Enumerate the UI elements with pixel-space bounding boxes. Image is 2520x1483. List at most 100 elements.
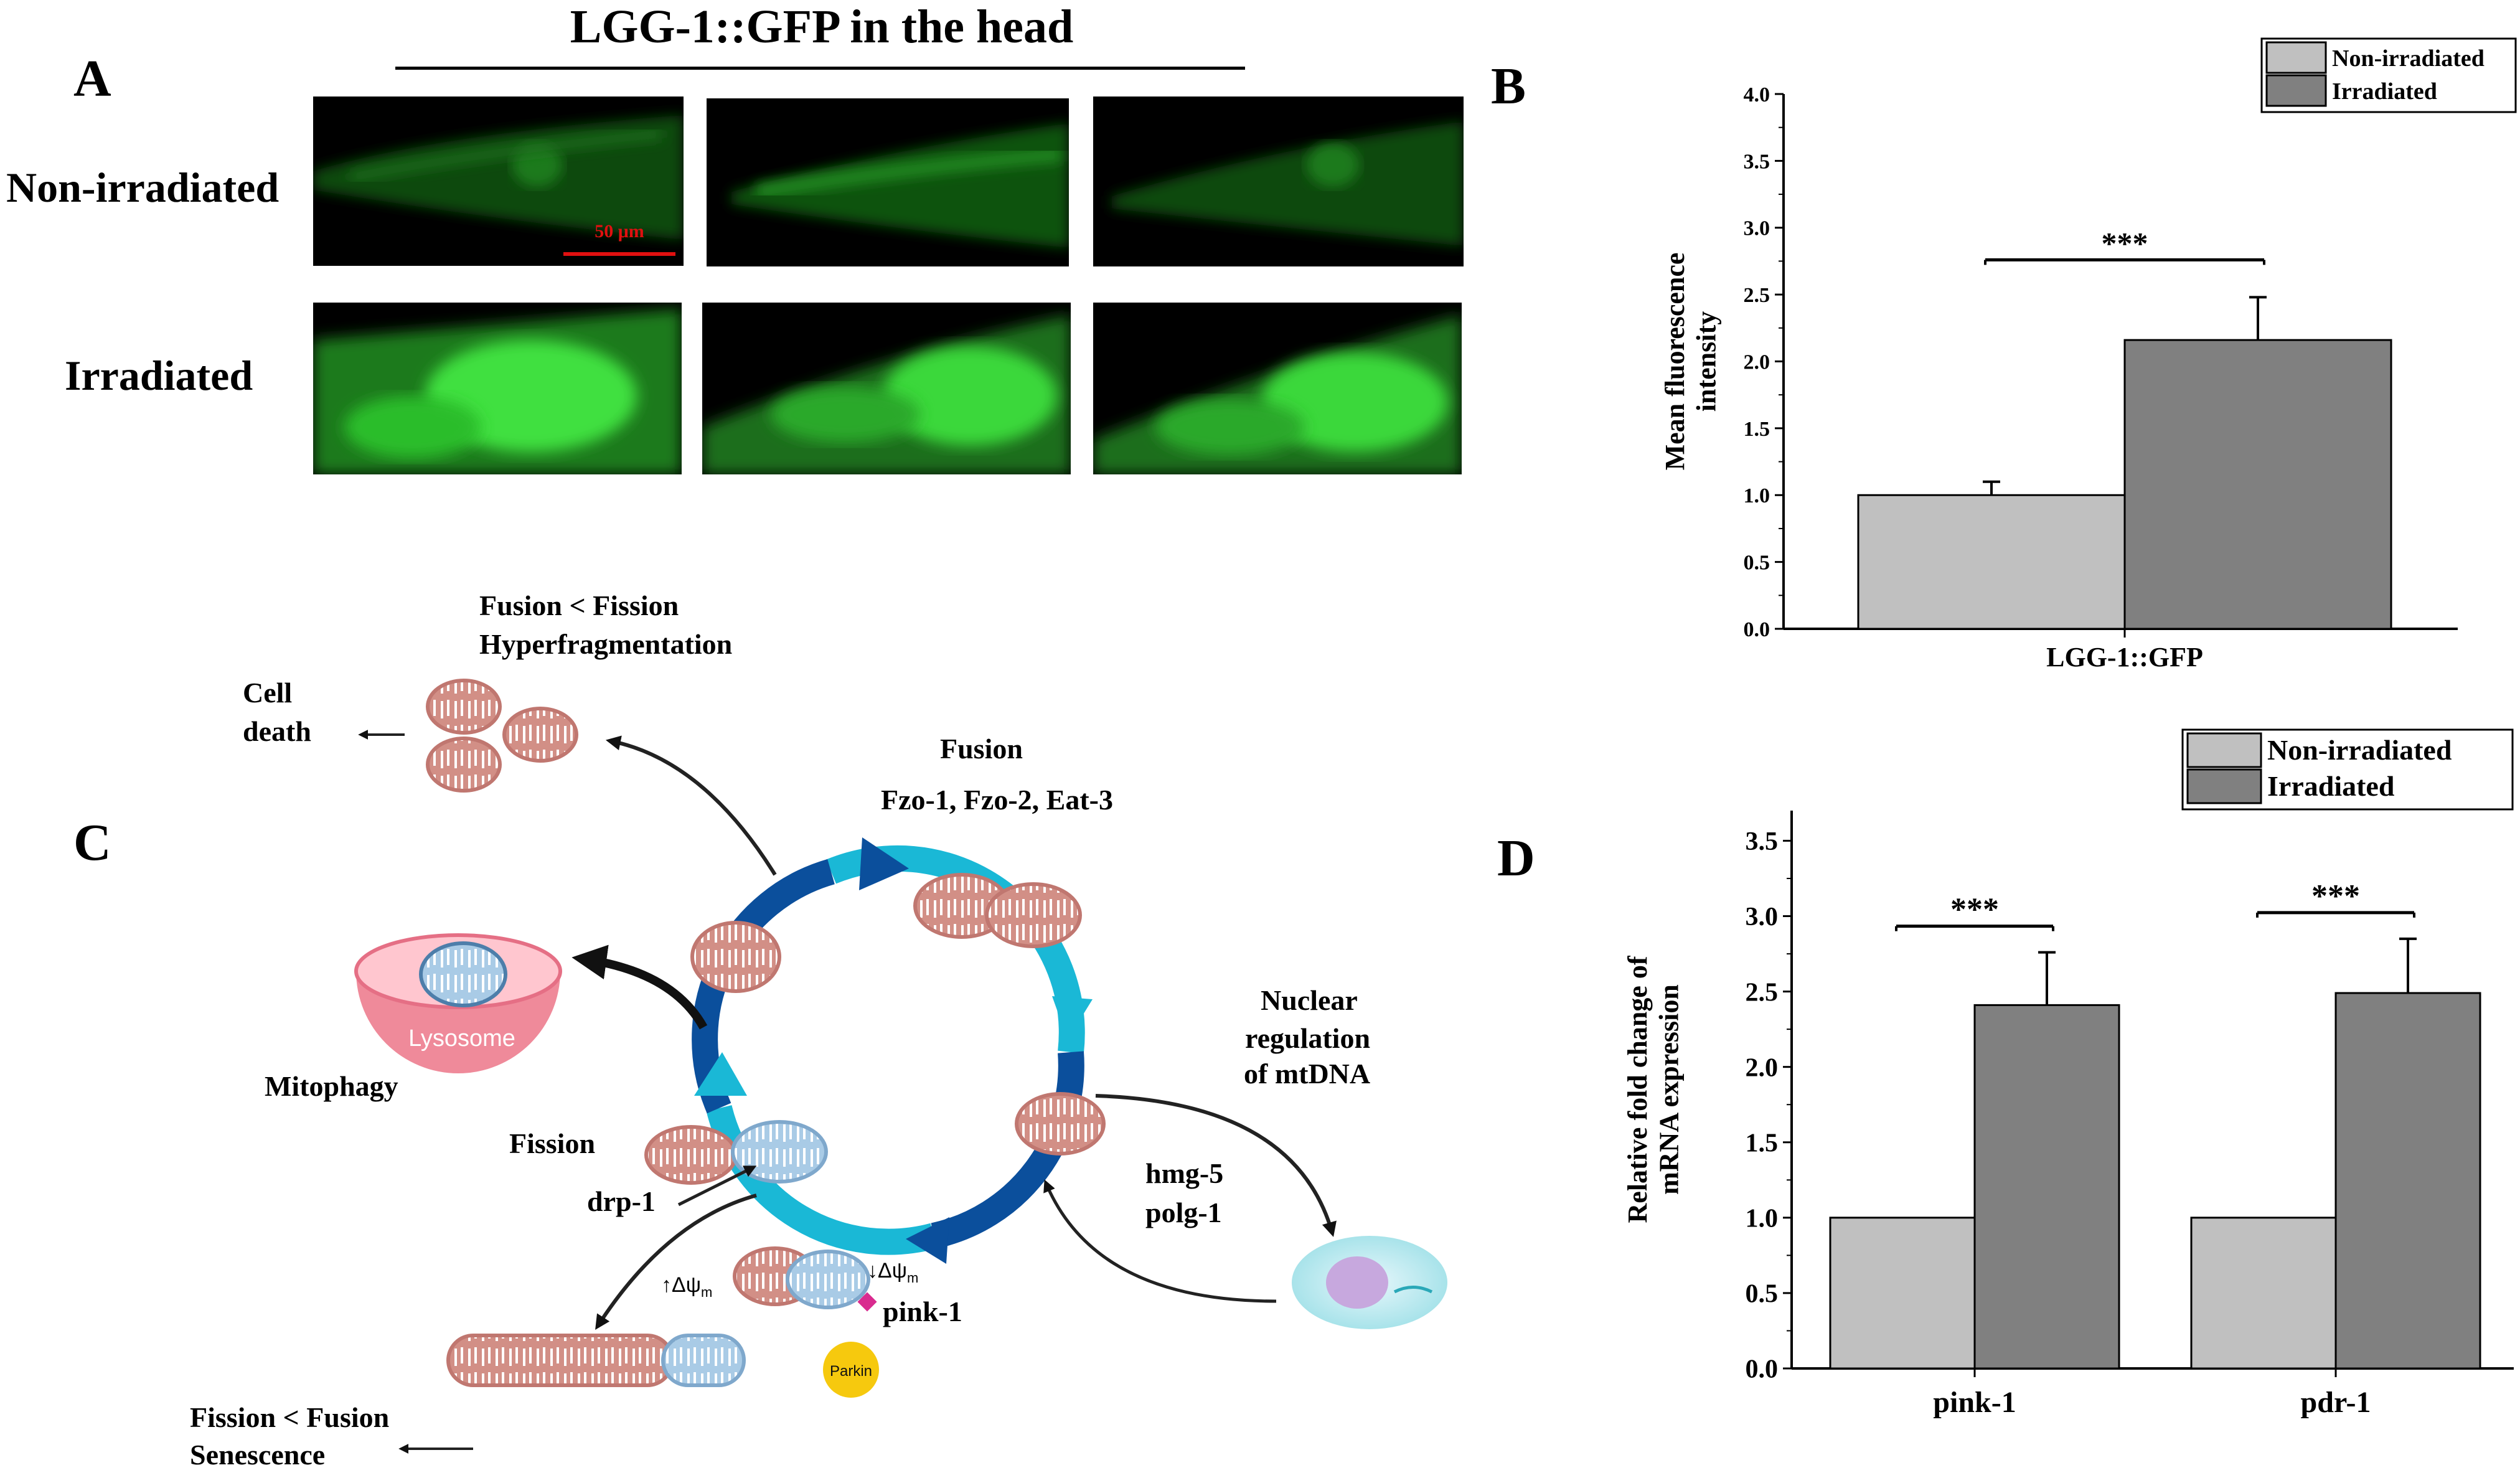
label-fusion-lt-fission: Fusion < Fission	[479, 590, 679, 621]
label-death: death	[243, 715, 311, 747]
label-up-psi: ↑Δψm	[661, 1273, 712, 1300]
label-of-mtdna: of mtDNA	[1244, 1058, 1370, 1090]
parkin-badge: Parkin	[823, 1342, 879, 1398]
chart-b-legend-label: Non-irradiated	[2332, 45, 2485, 72]
chart-d-ytick-label: 2.0	[1746, 1053, 1779, 1082]
chart-b-ytick-label: 0.5	[1744, 552, 1770, 575]
chart-d-ytick-label: 3.0	[1746, 903, 1779, 931]
lysosome: Lysosome	[354, 933, 562, 1073]
panel-label-b: B	[1491, 57, 1526, 115]
chart-b-ytick-label: 3.0	[1744, 217, 1770, 240]
chart-d-category-label: pdr-1	[2301, 1386, 2371, 1419]
chart-d-bar-non-irradiated	[2190, 1217, 2337, 1370]
chart-b-bar-non-irradiated	[1857, 494, 2126, 630]
mitochondrion-elongated	[446, 1334, 746, 1387]
chart-b-category-label: LGG-1::GFP	[2046, 642, 2203, 672]
arrow-to-elongation	[595, 1193, 757, 1330]
arrow-drp1	[677, 1165, 757, 1207]
chart-b-legend-swatch	[2265, 41, 2327, 74]
chart-b-ytick-label: 4.0	[1744, 83, 1770, 106]
chart-d-ytick-label: 3.5	[1746, 827, 1779, 856]
chart-b-ytick-label: 1.5	[1744, 418, 1770, 441]
cell-nucleus	[1292, 1236, 1447, 1329]
panel-label-a: A	[73, 50, 111, 108]
mitochondrion-right	[1015, 1092, 1106, 1156]
chart-b-y-axis-label: intensity	[1691, 311, 1722, 412]
chart-d-bar-non-irradiated	[1829, 1217, 1976, 1370]
micrograph-irradiated-1	[313, 303, 682, 474]
chart-b-ytick-label: 2.5	[1744, 284, 1770, 307]
chart-d-y-axis-label: Relative fold change of	[1622, 955, 1653, 1223]
arrow-to-fragmentation	[605, 735, 777, 876]
mitochondrion-fragment-2	[502, 707, 578, 763]
label-hmg5: hmg-5	[1145, 1157, 1223, 1189]
cycle-arrowhead-4	[694, 1052, 747, 1096]
panel-label-d: D	[1497, 829, 1535, 887]
label-hyperfragmentation: Hyperfragmentation	[479, 628, 732, 660]
micrograph-non-irradiated-2	[707, 98, 1069, 266]
row-label-irradiated: Irradiated	[65, 352, 253, 399]
micrograph-irradiated-3	[1093, 303, 1462, 474]
pink1-marker	[857, 1292, 877, 1312]
chart-d-bar-irradiated	[2334, 992, 2481, 1370]
arrow-to-mitophagy	[571, 944, 708, 1030]
label-down-psi: ↓Δψm	[867, 1259, 918, 1286]
cycle-arrowhead-1	[859, 837, 909, 890]
mitochondrion-fragment-1	[426, 679, 502, 735]
label-senescence: Senescence	[190, 1439, 325, 1471]
label-mitophagy: Mitophagy	[265, 1070, 398, 1102]
label-nuclear: Nuclear	[1261, 984, 1358, 1016]
chart-d-legend-swatch	[2186, 732, 2262, 768]
label-fusion-genes: Fzo-1, Fzo-2, Eat-3	[881, 784, 1113, 816]
chart-d-bar-irradiated	[1973, 1004, 2120, 1370]
chart-d-legend-label: Non-irradiated	[2267, 734, 2452, 766]
chart-d-legend-swatch	[2186, 768, 2262, 804]
mitochondrion-depolarized	[733, 1246, 877, 1312]
chart-b-legend-label: Irradiated	[2332, 78, 2437, 105]
chart-b-bar-irradiated	[2123, 339, 2392, 630]
mitochondrion-fused	[913, 873, 1082, 948]
chart-b-legend-swatch	[2265, 74, 2327, 107]
chart-b-ytick-label: 0.0	[1744, 618, 1770, 641]
panel-a-title: LGG-1::GFP in the head	[570, 1, 1074, 53]
chart-d-ytick-label: 2.5	[1746, 978, 1779, 1007]
chart-d-significance-label: ***	[1950, 892, 1999, 928]
mitochondrion-top-left	[690, 921, 781, 993]
label-pink1: pink-1	[883, 1296, 962, 1327]
chart-b-significance-label: ***	[2102, 225, 2148, 260]
label-polg1: polg-1	[1145, 1197, 1222, 1228]
label-fission-lt-fusion: Fission < Fusion	[190, 1401, 389, 1433]
micrograph-non-irradiated-1	[313, 97, 684, 266]
micrograph-irradiated-2	[702, 303, 1071, 474]
chart-d-y-axis-label: mRNA expression	[1654, 984, 1685, 1195]
chart-b-ytick-label: 1.0	[1744, 484, 1770, 507]
arrow-from-nucleus	[1043, 1179, 1277, 1303]
title-underline	[395, 67, 1245, 70]
parkin-label: Parkin	[830, 1363, 872, 1380]
lysosome-label: Lysosome	[408, 1025, 515, 1052]
cycle-arrowhead-3	[906, 1217, 949, 1264]
chart-d-ytick-label: 0.0	[1746, 1355, 1779, 1384]
mitochondrion-fragment-3	[426, 737, 502, 793]
chart-d-significance-label: ***	[2311, 878, 2360, 914]
label-drp1: drp-1	[587, 1185, 656, 1217]
mitochondrial-dynamics-diagram: Lysosome Parkin Fusion < Fission Hyperfr…	[190, 590, 1447, 1471]
label-fusion: Fusion	[940, 733, 1023, 765]
chart-b-y-axis-label: Mean fluorescence	[1660, 253, 1690, 471]
chart-d-ytick-label: 0.5	[1746, 1280, 1779, 1309]
chart-b-ytick-label: 2.0	[1744, 351, 1770, 374]
row-label-non-irradiated: Non-irradiated	[6, 164, 280, 211]
micrograph-non-irradiated-3	[1093, 97, 1464, 266]
arrow-to-nucleus	[1095, 1094, 1337, 1237]
cycle-arrowhead-2	[1052, 996, 1093, 1040]
scale-bar-label: 50 μm	[595, 221, 644, 242]
panel-label-c: C	[73, 814, 111, 872]
label-cell: Cell	[243, 677, 292, 709]
label-regulation: regulation	[1245, 1022, 1370, 1054]
chart-b-ytick-label: 3.5	[1744, 150, 1770, 173]
chart-d-ytick-label: 1.0	[1746, 1205, 1779, 1233]
chart-d-category-label: pink-1	[1933, 1386, 2016, 1419]
scale-bar	[563, 252, 675, 256]
label-fission: Fission	[509, 1128, 595, 1159]
